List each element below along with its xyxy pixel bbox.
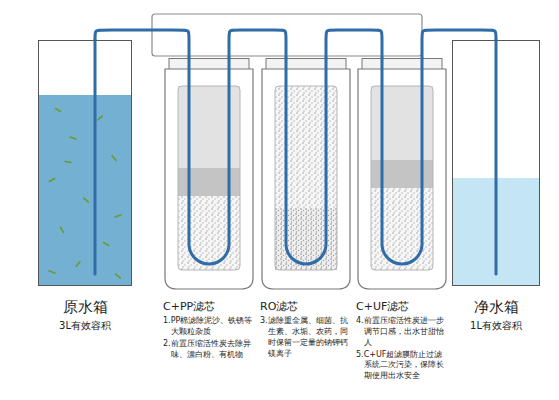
caption: C+UF滤芯 4.前置压缩活性炭进一步调节口感，出水甘甜怡人5.C+UF超滤膜防止… bbox=[356, 300, 448, 382]
filter-description: 4.前置压缩活性炭进一步调节口感，出水甘甜怡人 bbox=[356, 316, 448, 348]
filter-media bbox=[371, 188, 433, 270]
filter-drawing bbox=[356, 58, 448, 290]
caption: 净水箱1L有效容积 bbox=[452, 298, 540, 332]
tank-name: 原水箱 bbox=[38, 298, 132, 318]
filter-drawing bbox=[163, 58, 255, 290]
filter-name: C+PP滤芯 bbox=[163, 300, 255, 314]
filter-description: 5.C+UF超滤膜防止过滤系统二次污染，保障长期使用出水安全 bbox=[356, 350, 448, 382]
impurity-speck bbox=[76, 262, 80, 267]
tank-outline bbox=[39, 41, 132, 286]
impurity-speck bbox=[61, 227, 64, 232]
tank-outline bbox=[453, 41, 540, 286]
impurity-speck bbox=[112, 156, 116, 161]
filter-media bbox=[371, 86, 433, 160]
impurity-speck bbox=[49, 179, 54, 182]
water bbox=[39, 95, 132, 286]
filter-housing bbox=[262, 69, 350, 289]
pipe bbox=[382, 58, 422, 264]
filter-cartridge: C+PP滤芯 1.PP棉滤除泥沙、铁锈等大颗粒杂质2.前置压缩活性炭去除异味、漂白… bbox=[163, 58, 255, 361]
tank-drawing bbox=[452, 40, 540, 286]
pipe bbox=[286, 58, 326, 264]
filter-media bbox=[178, 86, 240, 168]
filter-media bbox=[275, 208, 337, 270]
impurity-speck bbox=[49, 271, 55, 273]
impurity-speck bbox=[84, 198, 89, 202]
filter-media bbox=[178, 168, 240, 196]
tank-drawing bbox=[38, 40, 132, 286]
impurity-speck bbox=[65, 161, 71, 162]
filter-core-outline bbox=[275, 86, 337, 270]
caption: 原水箱3L有效容积 bbox=[38, 298, 132, 332]
water-pipe bbox=[326, 30, 382, 58]
filter-name: RO滤芯 bbox=[260, 300, 352, 314]
capacity-note: 1L有效容积 bbox=[452, 319, 540, 333]
filter-drawing bbox=[260, 58, 352, 290]
impurity-speck bbox=[55, 109, 60, 112]
tank-body bbox=[453, 41, 540, 286]
water-tank: 原水箱3L有效容积 bbox=[38, 40, 132, 333]
caption: C+PP滤芯 1.PP棉滤除泥沙、铁锈等大颗粒杂质2.前置压缩活性炭去除异味、漂白… bbox=[163, 300, 255, 360]
filter-media bbox=[275, 86, 337, 208]
filter-cartridge: C+UF滤芯 4.前置压缩活性炭进一步调节口感，出水甘甜怡人5.C+UF超滤膜防止… bbox=[356, 58, 448, 383]
caption: RO滤芯 3.滤除重金属、细菌、抗生素、水垢、农药，同时保留一定量的钠钾钙镁离子 bbox=[260, 300, 352, 359]
water-pipe bbox=[229, 30, 286, 58]
pipe bbox=[189, 58, 229, 264]
pipe bbox=[94, 40, 97, 274]
water-tank: 净水箱1L有效容积 bbox=[452, 40, 540, 333]
filter-description: 3.滤除重金属、细菌、抗生素、水垢、农药，同时保留一定量的钠钾钙镁离子 bbox=[260, 316, 352, 359]
impurity-speck bbox=[116, 274, 121, 278]
filter-description: 1.PP棉滤除泥沙、铁锈等大颗粒杂质 bbox=[163, 316, 255, 338]
filter-housing bbox=[165, 69, 253, 289]
filter-description: 2.前置压缩活性炭去除异味、漂白粉、有机物 bbox=[163, 339, 255, 361]
filter-media bbox=[371, 160, 433, 188]
impurity-speck bbox=[103, 243, 108, 246]
filter-cartridge: RO滤芯 3.滤除重金属、细菌、抗生素、水垢、农药，同时保留一定量的钠钾钙镁离子 bbox=[260, 58, 352, 360]
tank-name: 净水箱 bbox=[452, 298, 540, 318]
impurity-speck bbox=[98, 116, 103, 120]
tank-body bbox=[39, 41, 132, 286]
filter-media bbox=[178, 196, 240, 270]
pipe bbox=[495, 40, 498, 274]
filter-core-outline bbox=[371, 86, 433, 270]
impurity-speck bbox=[115, 215, 121, 217]
filter-name: C+UF滤芯 bbox=[356, 300, 448, 314]
filter-core-outline bbox=[178, 86, 240, 270]
capacity-note: 3L有效容积 bbox=[38, 319, 132, 333]
filter-housing bbox=[358, 69, 446, 289]
impurity-speck bbox=[70, 137, 76, 139]
